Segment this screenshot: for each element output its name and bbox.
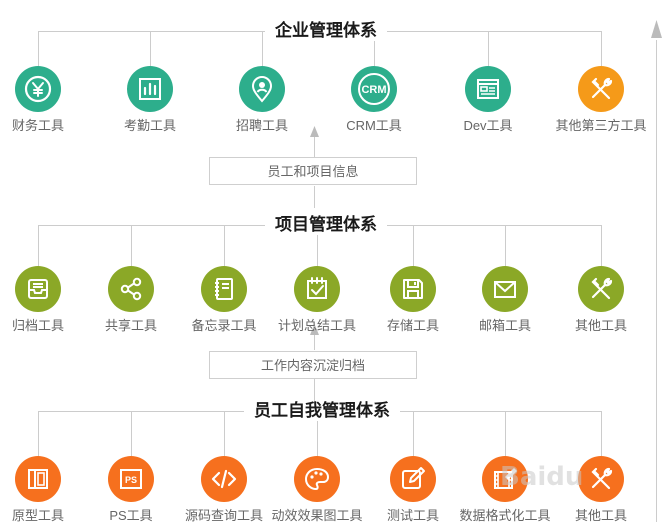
yen-icon [24, 75, 52, 103]
ps-icon: PS [120, 469, 142, 489]
tools-icon [591, 77, 613, 100]
node-circle [201, 266, 247, 312]
node-crm-tool[interactable]: CRM CRM工具 [314, 66, 434, 140]
share-icon [120, 277, 142, 301]
node-circle [239, 66, 285, 112]
node-label: 动效效果图工具 [271, 508, 363, 523]
node-source-query-tool[interactable]: 源码查询工具 [164, 456, 284, 530]
layout-icon [28, 469, 48, 489]
node-label: 其他工具 [574, 318, 627, 333]
node-circle [578, 456, 624, 502]
code-icon [211, 469, 237, 489]
node-label: 原型工具 [11, 508, 64, 523]
node-label: 其他工具 [574, 508, 627, 523]
node-dev-tool[interactable]: Dev工具 [428, 66, 548, 140]
node-label: 招聘工具 [235, 118, 288, 133]
palette-icon [304, 467, 330, 491]
node-circle [15, 66, 61, 112]
node-data-format-tool[interactable]: 数据格式化工具 [445, 456, 565, 530]
node-archive-tool[interactable]: 归档工具 [0, 266, 98, 340]
node-label: 考勤工具 [123, 118, 176, 133]
node-circle [465, 66, 511, 112]
node-label: 邮箱工具 [478, 318, 531, 333]
envelope-icon [494, 281, 516, 298]
tools-icon [591, 467, 613, 490]
node-circle [15, 266, 61, 312]
node-prototype-tool[interactable]: 原型工具 [0, 456, 98, 530]
node-circle [127, 66, 173, 112]
node-circle [578, 266, 624, 312]
node-circle [15, 456, 61, 502]
location-person-icon [251, 76, 273, 103]
node-label: 数据格式化工具 [459, 508, 551, 523]
node-memo-tool[interactable]: 备忘录工具 [164, 266, 284, 340]
ps-icon-text: PS [125, 475, 137, 485]
node-storage-tool[interactable]: 存储工具 [353, 266, 473, 340]
node-finance-tool[interactable]: 财务工具 [0, 66, 98, 140]
node-third-party-tool[interactable]: 其他第三方工具 [541, 66, 661, 140]
node-circle: PS [108, 456, 154, 502]
node-other-project-tool[interactable]: 其他工具 [541, 266, 661, 340]
inbox-tray-icon [28, 279, 48, 299]
crm-icon: CRM [358, 73, 390, 105]
node-label: 测试工具 [386, 508, 439, 523]
browser-window-icon [477, 79, 499, 99]
node-mailbox-tool[interactable]: 邮箱工具 [445, 266, 565, 340]
film-edit-icon [494, 468, 517, 489]
node-circle [294, 456, 340, 502]
node-label: PS工具 [109, 508, 153, 523]
node-circle [108, 266, 154, 312]
node-label: 存储工具 [386, 318, 439, 333]
edit-pencil-icon [402, 467, 425, 489]
node-ps-tool[interactable]: PS PS工具 [71, 456, 191, 530]
node-attendance-tool[interactable]: 考勤工具 [90, 66, 210, 140]
tier-title-project: 项目管理体系 [265, 215, 387, 235]
node-label: 备忘录工具 [191, 318, 257, 333]
tier-title-enterprise: 企业管理体系 [265, 21, 387, 41]
node-test-tool[interactable]: 测试工具 [353, 456, 473, 530]
floppy-disk-icon [403, 279, 423, 299]
node-circle [390, 456, 436, 502]
node-circle [390, 266, 436, 312]
node-label: 计划总结工具 [277, 318, 356, 333]
node-label: 共享工具 [104, 318, 157, 333]
notebook-icon [215, 278, 233, 300]
node-circle [482, 266, 528, 312]
node-plan-summary-tool[interactable]: 计划总结工具 [257, 266, 377, 340]
node-label: 源码查询工具 [184, 508, 263, 523]
node-label: CRM工具 [346, 118, 402, 133]
node-label: 财务工具 [11, 118, 64, 133]
node-circle [294, 266, 340, 312]
node-motion-design-tool[interactable]: 动效效果图工具 [257, 456, 377, 530]
crm-icon-text: CRM [361, 84, 386, 96]
node-circle [578, 66, 624, 112]
node-circle [482, 456, 528, 502]
tools-icon [591, 277, 613, 300]
node-other-personal-tool[interactable]: 其他工具 [541, 456, 661, 530]
node-circle [201, 456, 247, 502]
node-label: Dev工具 [463, 118, 513, 133]
node-label: 其他第三方工具 [555, 118, 647, 133]
tier-title-employee: 员工自我管理体系 [244, 401, 400, 421]
node-recruiting-tool[interactable]: 招聘工具 [202, 66, 322, 140]
node-circle: CRM [351, 66, 397, 112]
bar-chart-icon [139, 78, 161, 100]
connector-box-employee-project-info: 员工和项目信息 [209, 157, 417, 185]
node-share-tool[interactable]: 共享工具 [71, 266, 191, 340]
connector-box-work-archive: 工作内容沉淀归档 [209, 351, 417, 379]
calendar-check-icon [307, 277, 327, 299]
node-label: 归档工具 [11, 318, 64, 333]
